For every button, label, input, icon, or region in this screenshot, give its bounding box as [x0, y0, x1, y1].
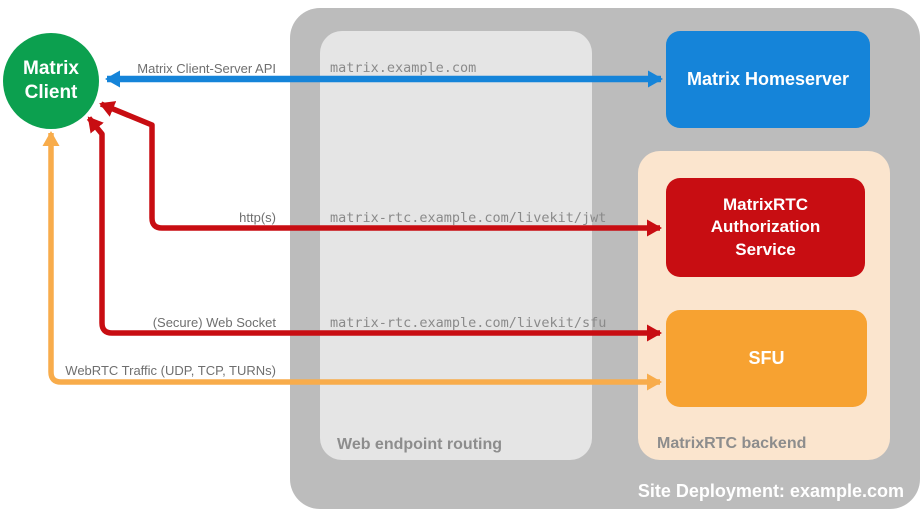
web-endpoint-routing-title: Web endpoint routing — [337, 436, 503, 453]
web-endpoint-routing-panel — [320, 31, 592, 460]
connection-label-websocket: (Secure) Web Socket — [152, 315, 276, 330]
connection-label-https: http(s) — [239, 210, 276, 225]
sfu-label: SFU — [748, 348, 785, 368]
endpoint-url-livekit-jwt: matrix-rtc.example.com/livekit/jwt — [330, 210, 607, 226]
matrixrtc-backend-title: MatrixRTC backend — [657, 435, 807, 452]
connection-label-webrtc: WebRTC Traffic (UDP, TCP, TURNs) — [65, 363, 276, 378]
sfu-node: SFU — [666, 310, 867, 407]
endpoint-url-livekit-sfu: matrix-rtc.example.com/livekit/sfu — [330, 315, 607, 331]
matrix-homeserver-label: Matrix Homeserver — [686, 69, 850, 89]
connection-label-client-server-api: Matrix Client-Server API — [137, 61, 276, 76]
matrix-homeserver-node: Matrix Homeserver — [666, 31, 870, 128]
matrixrtc-auth-service-node: MatrixRTC Authorization Service — [666, 178, 865, 277]
site-deployment-title: Site Deployment: example.com — [637, 481, 904, 501]
endpoint-url-matrix: matrix.example.com — [330, 60, 477, 76]
matrix-client-node: Matrix Client — [3, 33, 99, 129]
matrixrtc-auth-service-label: MatrixRTC Authorization Service — [710, 195, 821, 259]
matrix-client-label: Matrix Client — [23, 58, 79, 103]
